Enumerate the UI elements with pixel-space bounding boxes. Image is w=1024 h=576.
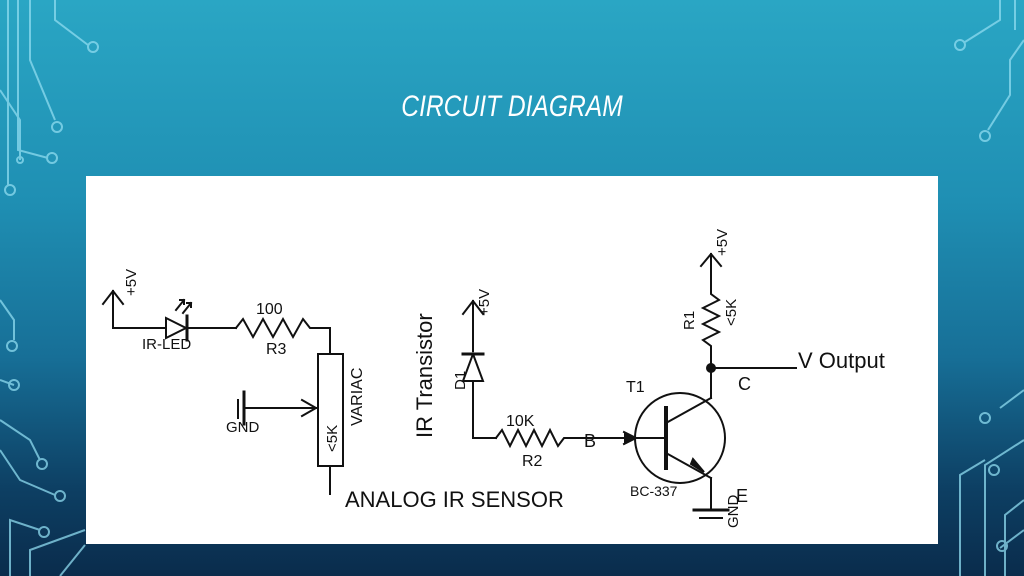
- v-output-label: V Output: [798, 348, 885, 373]
- gnd-right-label: GND: [725, 495, 742, 529]
- ground-symbol-right: [692, 508, 730, 519]
- ir-transistor-label: IR Transistor: [412, 313, 437, 438]
- circuit-diagram-panel: +5V IR-LED 100 R3 VARIAC <5K GND IR Tran…: [86, 176, 938, 544]
- vcc-arrow-led: [101, 289, 125, 329]
- base-label: B: [584, 431, 596, 451]
- vcc-r1-label: +5V: [714, 229, 731, 256]
- r1-resistor: [700, 253, 722, 369]
- collector-label: C: [738, 374, 751, 394]
- variac-wiper-arrow: [243, 398, 319, 418]
- r2-resistor: [494, 427, 585, 449]
- gnd-left-label: GND: [226, 419, 260, 436]
- ground-symbol-left: [237, 390, 246, 426]
- t1-name-label: T1: [626, 379, 645, 396]
- vcc-arrow-d1: [461, 299, 485, 352]
- slide-title: CIRCUIT DIAGRAM: [401, 90, 623, 123]
- r2-name-label: R2: [522, 453, 543, 470]
- r1-value-label: <5K: [723, 299, 740, 326]
- ir-led-symbol: [165, 298, 193, 342]
- t1-transistor: [634, 392, 726, 484]
- emitter-label: E: [736, 486, 748, 506]
- r3-resistor: [234, 316, 331, 355]
- d1-name-label: D1: [452, 371, 469, 390]
- d1-photodiode: [461, 351, 497, 439]
- ir-led-label: IR-LED: [142, 336, 191, 353]
- vcc-led-label: +5V: [123, 269, 140, 296]
- r3-name-label: R3: [266, 341, 287, 358]
- variac-name-label: VARIAC: [349, 368, 366, 426]
- circuit-diagram: +5V IR-LED 100 R3 VARIAC <5K GND IR Tran…: [101, 229, 885, 529]
- vcc-d1-label: +5V: [476, 289, 493, 316]
- t1-part-label: BC-337: [630, 483, 678, 499]
- r1-name-label: R1: [681, 311, 698, 330]
- diagram-caption: ANALOG IR SENSOR: [345, 487, 564, 512]
- r3-value-label: 100: [256, 301, 283, 318]
- vcc-arrow-r1: [699, 252, 723, 268]
- variac-value-label: <5K: [324, 425, 341, 452]
- r2-value-label: 10K: [506, 413, 535, 430]
